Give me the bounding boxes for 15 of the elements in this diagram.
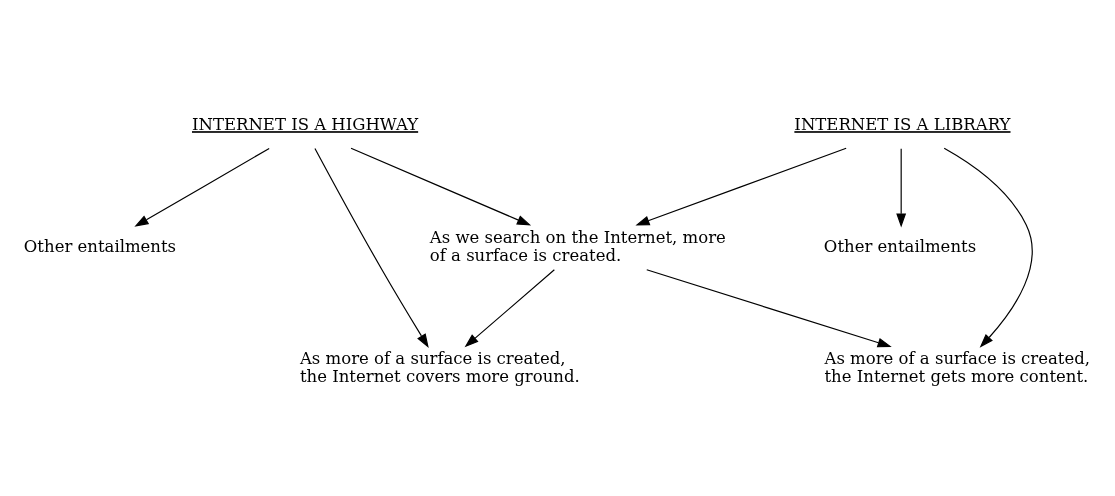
arrow <box>350 147 532 226</box>
node-text: INTERNET IS A HIGHWAY <box>191 114 419 134</box>
arrow <box>635 147 847 225</box>
node-text: INTERNET IS A LIBRARY <box>794 114 1011 134</box>
node-text: Other entailments <box>823 236 977 256</box>
arrow <box>314 147 429 348</box>
node-text: As more of a surface is created, the Internet gets more content. <box>824 348 1091 386</box>
arrow <box>134 147 270 227</box>
node-text: Other entailments <box>23 236 177 256</box>
arrow <box>943 147 1033 348</box>
node-text: As more of a surface is created, the Internet covers more ground. <box>299 348 580 386</box>
arrow <box>646 268 892 347</box>
arrow <box>464 268 555 347</box>
arrow <box>896 147 907 228</box>
node-text: As we search on the Internet, more of a surface is created. <box>429 227 726 265</box>
